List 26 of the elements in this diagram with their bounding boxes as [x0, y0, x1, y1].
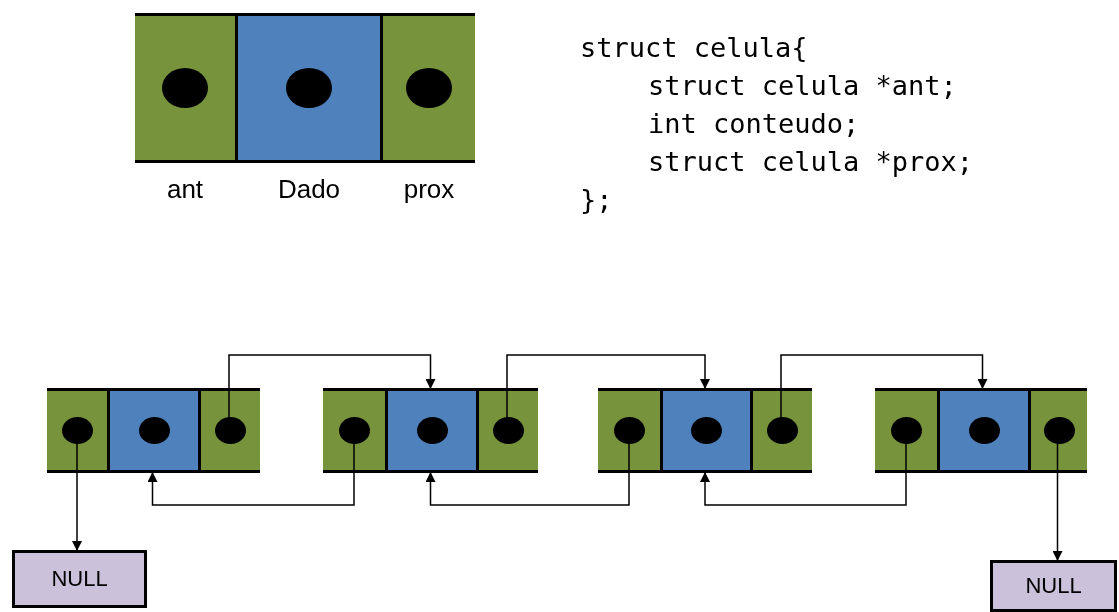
field-label: prox	[402, 174, 456, 205]
pointer-field	[323, 391, 385, 470]
pointer-field	[1028, 391, 1087, 470]
list-cell	[875, 388, 1087, 473]
pointer-field	[476, 391, 538, 470]
list-cell	[323, 388, 538, 473]
list-cell	[598, 388, 812, 473]
pointer-field	[750, 391, 812, 470]
data-field	[660, 391, 750, 470]
field-label: ant	[165, 174, 205, 205]
null-box: NULL	[12, 550, 147, 608]
code-line: struct celula{	[580, 32, 808, 63]
list-cell	[47, 388, 260, 473]
data-field	[385, 391, 476, 470]
code-line: struct celula *ant;	[648, 70, 957, 101]
null-box: NULL	[990, 560, 1117, 612]
code-line: struct celula *prox;	[648, 146, 974, 177]
pointer-field	[47, 391, 107, 470]
data-field	[937, 391, 1028, 470]
pointer-field	[598, 391, 660, 470]
pointer-field	[198, 391, 260, 470]
data-field	[107, 391, 198, 470]
field-label: Dado	[276, 174, 342, 205]
code-line: int conteudo;	[648, 108, 860, 139]
pointer-field	[875, 391, 937, 470]
code-line: };	[580, 184, 613, 215]
